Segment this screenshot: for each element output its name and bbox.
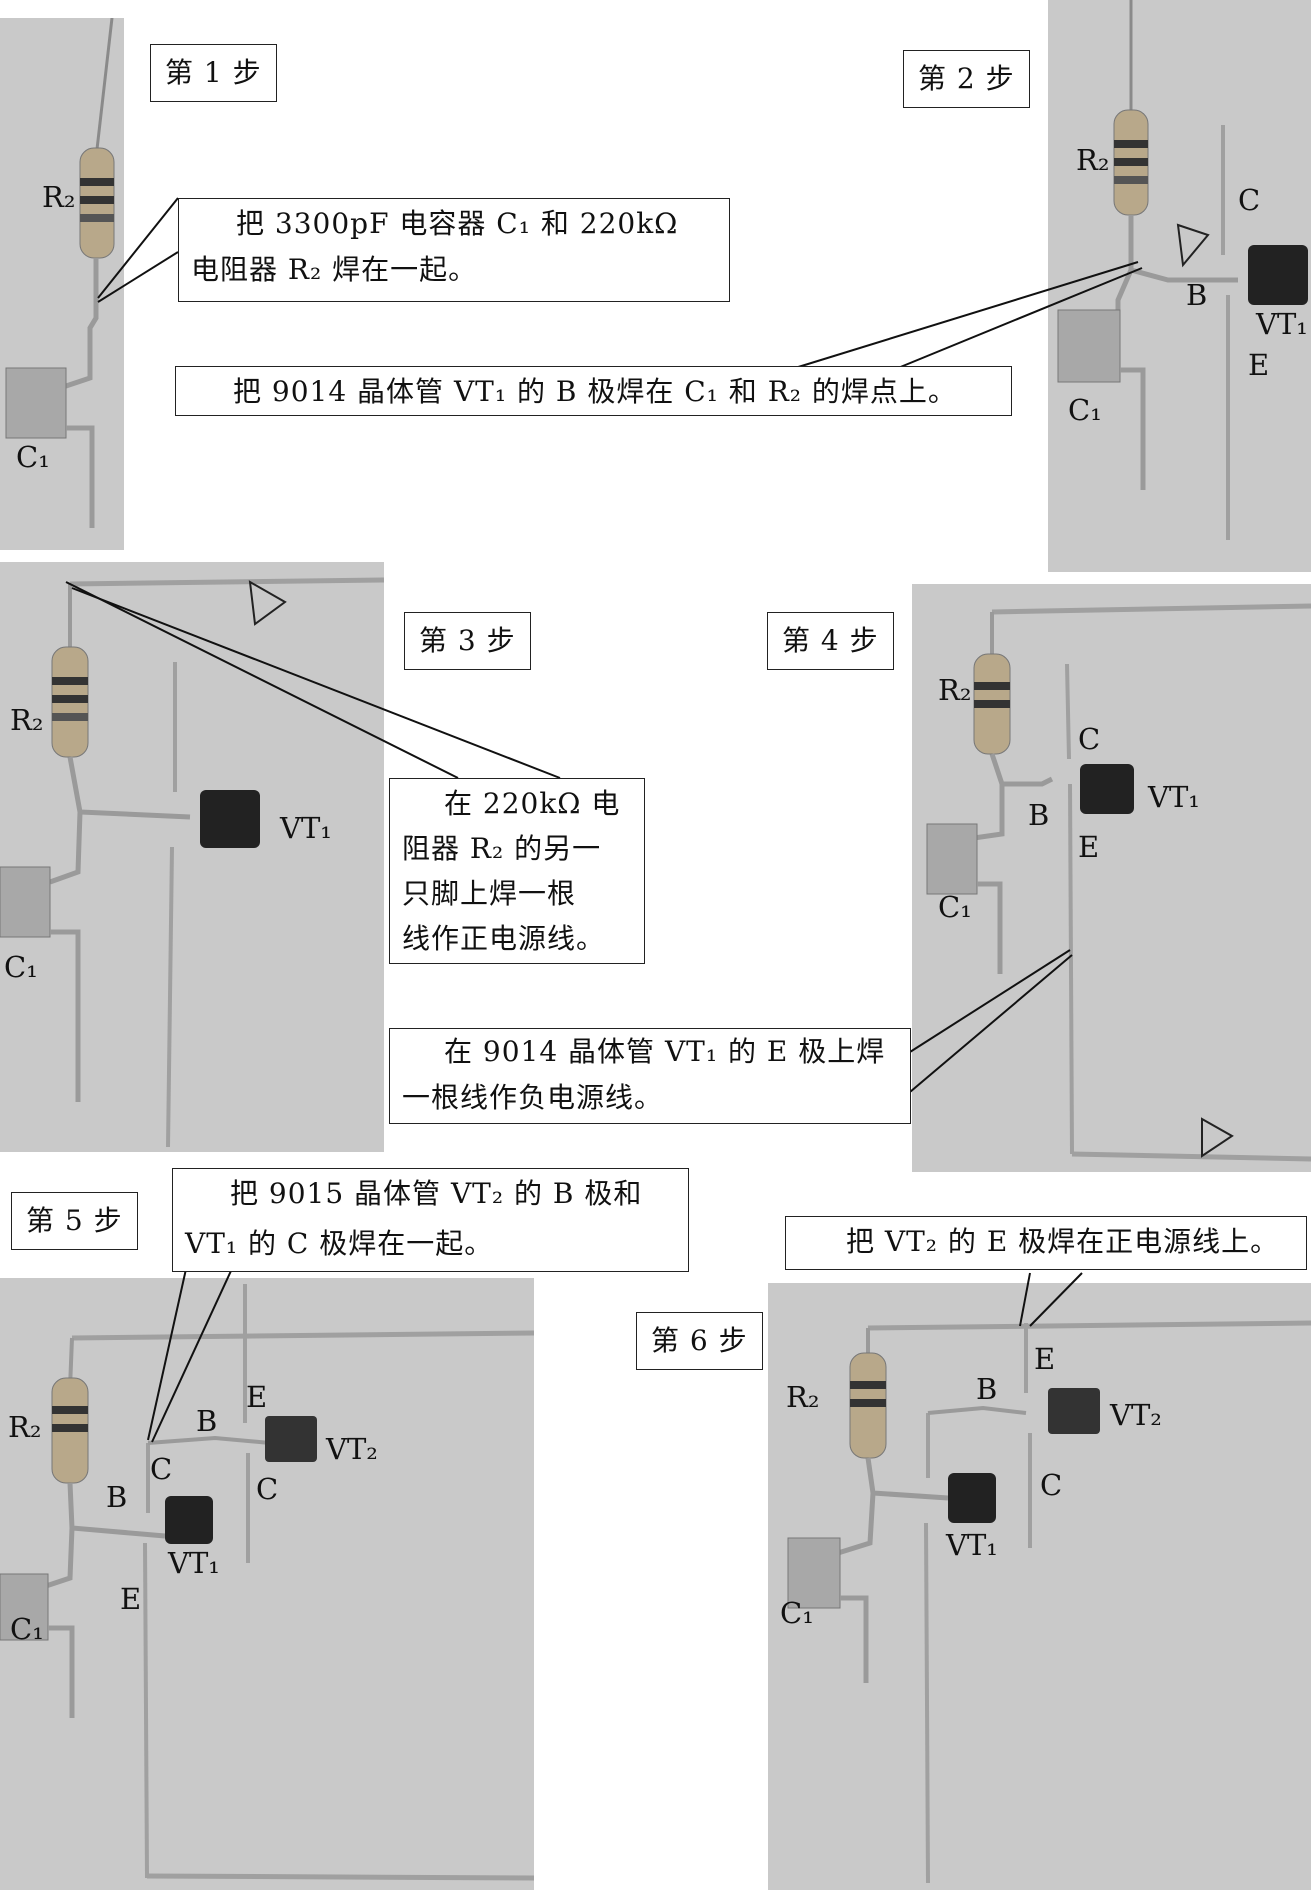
- label-b-step2: B: [1186, 278, 1208, 312]
- caption-step6-line1: 把 VT₂ 的 E 极焊在正电源线上。: [846, 1225, 1280, 1258]
- caption-step6: 把 VT₂ 的 E 极焊在正电源线上。: [785, 1216, 1307, 1270]
- label-c-step5-vt1: C: [150, 1452, 173, 1486]
- photo-step5-drawing: [0, 1284, 534, 1881]
- caption-step2-line1: 把 9014 晶体管 VT₁ 的 B 极焊在 C₁ 和 R₂ 的焊点上。: [233, 375, 957, 408]
- label-e-step5-vt1: E: [120, 1582, 142, 1616]
- label-c-step4: C: [1078, 722, 1101, 756]
- caption-step3-line4: 线作正电源线。: [402, 922, 606, 955]
- photo-step5: [0, 1278, 534, 1890]
- label-vt1-step2: VT₁: [1256, 307, 1308, 341]
- label-c-step2: C: [1238, 183, 1261, 217]
- caption-step3-line1: 在 220kΩ 电: [444, 787, 621, 820]
- label-e-step2: E: [1248, 348, 1270, 382]
- label-c1-step2: C₁: [1068, 393, 1102, 427]
- photo-step3-drawing: [0, 577, 384, 1148]
- caption-step4: 在 9014 晶体管 VT₁ 的 E 极上焊 一根线作负电源线。: [389, 1028, 911, 1124]
- photo-step4-drawing: [926, 603, 1311, 1162]
- caption-step3: 在 220kΩ 电 阻器 R₂ 的另一 只脚上焊一根 线作正电源线。: [389, 778, 645, 964]
- label-vt2-step5: VT₂: [326, 1432, 378, 1466]
- step-3-label: 第 3 步: [404, 612, 531, 670]
- label-e-step5-vt2: E: [246, 1380, 268, 1414]
- label-b-step5-vt2: B: [196, 1404, 218, 1438]
- caption-step3-line3: 只脚上焊一根: [402, 877, 577, 910]
- label-e-step4: E: [1078, 830, 1100, 864]
- caption-step1-line1: 把 3300pF 电容器 C₁ 和 220kΩ: [236, 207, 679, 240]
- label-r2-step3: R₂: [10, 703, 44, 737]
- caption-step5: 把 9015 晶体管 VT₂ 的 B 极和 VT₁ 的 C 极焊在一起。: [172, 1168, 689, 1272]
- label-vt2-step6: VT₂: [1110, 1398, 1162, 1432]
- caption-step5-line1: 把 9015 晶体管 VT₂ 的 B 极和: [230, 1177, 643, 1210]
- label-b-step6: B: [976, 1372, 998, 1406]
- caption-step1: 把 3300pF 电容器 C₁ 和 220kΩ 电阻器 R₂ 焊在一起。: [178, 198, 730, 302]
- label-r2-step1: R₂: [42, 180, 76, 214]
- step-1-label: 第 1 步: [150, 44, 277, 102]
- photo-step3: [0, 562, 384, 1152]
- label-e-step6: E: [1034, 1342, 1056, 1376]
- label-vt1-step5: VT₁: [168, 1546, 220, 1580]
- step-5-label: 第 5 步: [11, 1192, 138, 1250]
- caption-step3-line2: 阻器 R₂ 的另一: [402, 832, 602, 865]
- caption-step4-line2: 一根线作负电源线。: [402, 1081, 664, 1114]
- label-c1-step3: C₁: [4, 950, 38, 984]
- caption-step5-line2: VT₁ 的 C 极焊在一起。: [185, 1227, 494, 1260]
- caption-step1-line2: 电阻器 R₂ 焊在一起。: [191, 253, 478, 286]
- photo-step6-drawing: [787, 1320, 1311, 1884]
- step-2-label: 第 2 步: [903, 50, 1030, 108]
- step-4-label: 第 4 步: [767, 612, 894, 670]
- label-r2-step5: R₂: [8, 1410, 42, 1444]
- label-vt1-step4: VT₁: [1148, 780, 1200, 814]
- step-6-label: 第 6 步: [636, 1312, 763, 1370]
- label-r2-step2: R₂: [1076, 143, 1110, 177]
- caption-step4-line1: 在 9014 晶体管 VT₁ 的 E 极上焊: [444, 1035, 886, 1068]
- label-b-step5-vt1: B: [106, 1480, 128, 1514]
- label-c1-step4: C₁: [938, 890, 972, 924]
- photo-step6: [768, 1283, 1311, 1890]
- label-vt1-step3: VT₁: [280, 811, 332, 845]
- label-b-step4: B: [1028, 798, 1050, 832]
- photo-step2: [1048, 0, 1311, 572]
- label-r2-step4: R₂: [938, 673, 972, 707]
- label-c1-step6: C₁: [780, 1596, 814, 1630]
- label-c-step6: C: [1040, 1468, 1063, 1502]
- label-r2-step6: R₂: [786, 1380, 820, 1414]
- label-vt1-step6: VT₁: [946, 1528, 998, 1562]
- label-c1-step5: C₁: [10, 1612, 44, 1646]
- label-c1-step1: C₁: [16, 440, 50, 474]
- photo-step2-drawing: [1057, 0, 1308, 540]
- photo-step4: [912, 584, 1311, 1172]
- label-c-step5-vt2: C: [256, 1472, 279, 1506]
- caption-step2: 把 9014 晶体管 VT₁ 的 B 极焊在 C₁ 和 R₂ 的焊点上。: [175, 366, 1012, 416]
